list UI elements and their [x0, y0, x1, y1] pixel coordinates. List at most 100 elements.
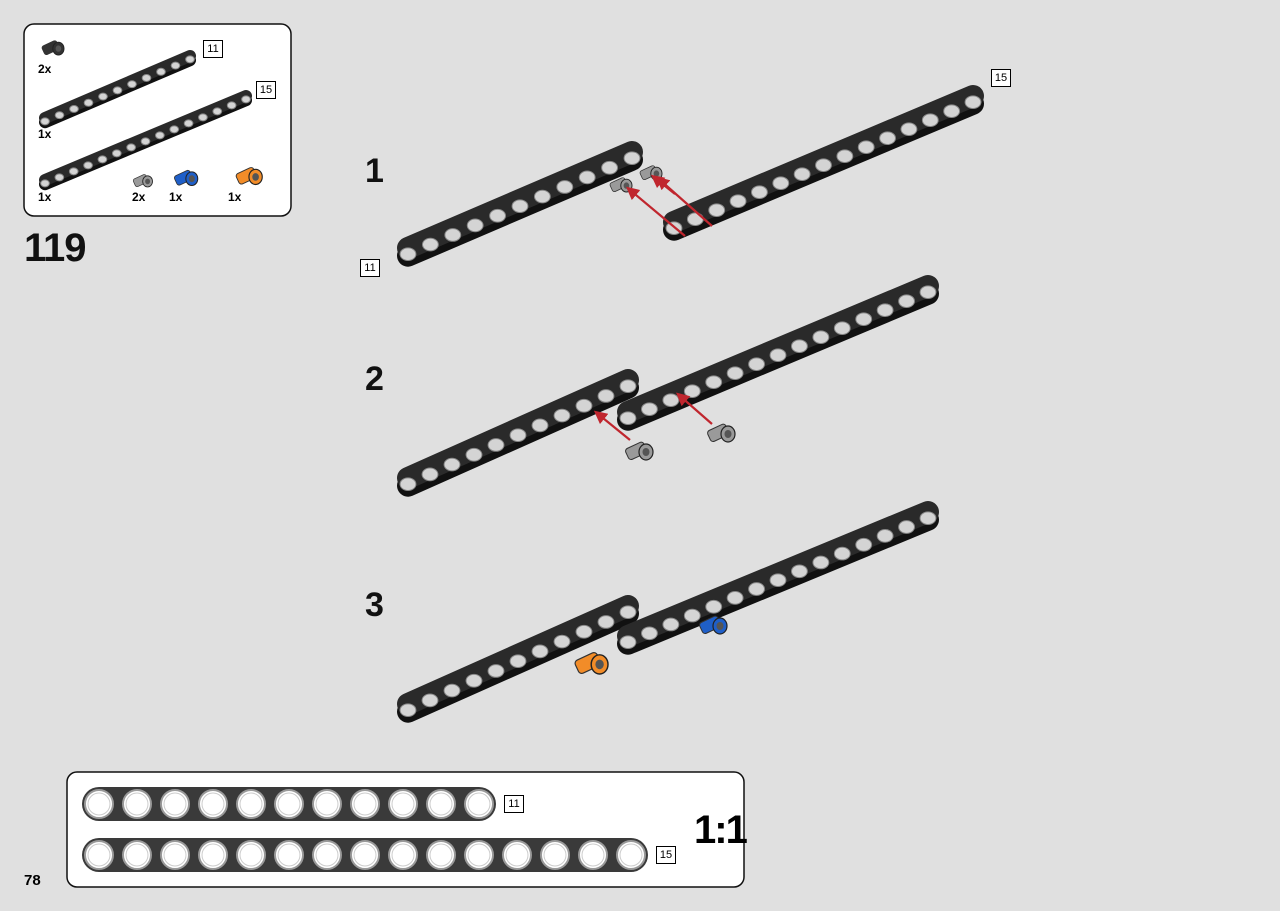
beam-hole [833, 546, 851, 561]
substep-2-number: 2 [365, 360, 384, 398]
beam-hole [855, 312, 873, 326]
page-number: 78 [24, 872, 41, 889]
beam-hole [708, 203, 726, 217]
beam-hole [619, 635, 637, 649]
beam-hole [812, 330, 830, 344]
beam-hole [726, 366, 744, 380]
beam-hole [40, 117, 50, 126]
ruler-hole [274, 789, 304, 819]
ruler-hole [388, 789, 418, 819]
ruler-hole [464, 840, 494, 870]
blue-axle-pin-icon [174, 169, 199, 187]
beam-hole [241, 95, 251, 104]
substep-3-beam-15 [617, 501, 939, 655]
beam-hole [509, 428, 527, 442]
beam-hole [399, 703, 417, 717]
ruler-hole [122, 789, 152, 819]
beam-hole [112, 86, 123, 95]
beam-hole [601, 160, 619, 175]
beam-hole [69, 105, 79, 113]
beam-hole [40, 179, 50, 188]
beam-hole [793, 167, 811, 181]
beam-hole [575, 624, 593, 639]
substep-3-orange-axle-pin [574, 652, 609, 675]
callout-qty-beam-11: 1x [38, 127, 52, 141]
beam-hole [98, 92, 108, 101]
beam-hole [833, 321, 851, 335]
beam-hole [619, 605, 637, 619]
beam-hole [140, 137, 151, 146]
beam-hole [964, 95, 982, 109]
beam-hole [619, 379, 637, 393]
beam-hole [443, 683, 461, 698]
beam-hole [444, 228, 462, 242]
beam-hole [876, 303, 894, 317]
scale-ratio: 1:1 [694, 808, 748, 852]
ruler-hole [350, 789, 380, 819]
beam-hole [489, 208, 507, 223]
ruler-hole [426, 840, 456, 870]
substep-3-blue-axle-pin [699, 615, 728, 635]
ruler-hole [312, 840, 342, 870]
ruler-beam-15-label: 15 [656, 846, 676, 864]
callout-qty-orange-pin: 1x [228, 190, 242, 204]
beam-hole [662, 393, 680, 407]
ruler-hole [160, 840, 190, 870]
beam-hole [156, 67, 166, 76]
substep-2-beam-11 [397, 369, 639, 497]
callout-qty-blue-pin: 1x [169, 190, 183, 204]
beam-hole [919, 285, 937, 299]
beam-hole [919, 511, 937, 525]
ruler-hole [84, 840, 114, 870]
beam-hole [170, 61, 181, 70]
beam-hole [553, 408, 571, 423]
substep-3-beam-11 [397, 595, 639, 723]
beam-hole [769, 348, 787, 362]
beam-hole [533, 189, 551, 204]
substep-1-beam-15 [663, 85, 984, 241]
beam-hole [683, 608, 701, 623]
ruler-beam-11 [82, 787, 496, 821]
substep-1-arrow-a [625, 186, 686, 237]
ruler-beam-11-label: 11 [504, 795, 524, 813]
beam-hole [898, 294, 915, 308]
callout-qty-gray-pin: 2x [132, 190, 146, 204]
beam-hole [597, 615, 615, 629]
callout-beam-11-length: 11 [203, 40, 223, 58]
substep-1-pin-b [639, 165, 663, 181]
beam-hole [127, 80, 137, 89]
beam-hole [751, 185, 768, 199]
beam-hole [748, 582, 765, 596]
ruler-hole [84, 789, 114, 819]
ruler-hole [616, 840, 646, 870]
orange-axle-pin-icon [235, 167, 263, 186]
substep-3-number: 3 [365, 586, 384, 624]
substep-2-arrow-a [593, 410, 631, 441]
beam-hole [399, 477, 417, 491]
beam-hole [126, 143, 136, 152]
beam-hole [921, 113, 939, 127]
substep-2-gray-pin-a [625, 441, 654, 461]
substep-1-beam-11-label: 11 [360, 259, 380, 277]
beam-hole [705, 599, 723, 614]
beam-hole [198, 113, 208, 122]
substep-2-arrow-b [676, 392, 713, 425]
beam-hole [531, 644, 549, 659]
beam-hole [421, 237, 439, 252]
beam-hole [662, 617, 680, 632]
beam-hole [183, 119, 194, 128]
ruler-hole [236, 789, 266, 819]
callout-beam-15-length: 15 [256, 81, 276, 99]
callout-parts [39, 40, 263, 191]
ruler-hole [198, 840, 228, 870]
beam-hole [68, 167, 79, 176]
beam-hole [898, 520, 915, 534]
beam-hole [466, 218, 484, 233]
ruler-hole [312, 789, 342, 819]
ruler-beams [82, 787, 648, 872]
ruler-hole [236, 840, 266, 870]
beam-hole [641, 402, 658, 416]
beam-hole [619, 411, 637, 425]
beam-hole [169, 125, 180, 134]
